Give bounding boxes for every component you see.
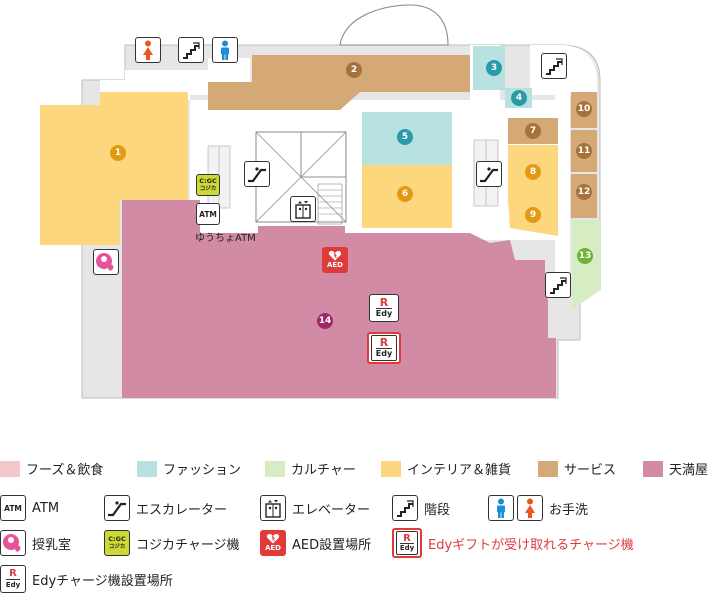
store-area-2[interactable]	[208, 55, 470, 110]
restroom-male-icon[interactable]	[212, 37, 238, 63]
aed-icon[interactable]: AED	[322, 247, 348, 273]
legend-item-stairs: 階段	[392, 495, 450, 521]
edy-gift-icon[interactable]: R Edy	[367, 332, 401, 364]
store-marker-7[interactable]: 7	[525, 123, 541, 139]
store-area-14[interactable]	[122, 200, 556, 398]
legend: フーズ＆飲食 ファッション カルチャー インテリア＆雑貨 サービス 天満屋 AT…	[0, 450, 709, 595]
service-swatch	[538, 460, 558, 477]
aed-icon: AED	[260, 530, 286, 556]
legend-label: AED設置場所	[292, 537, 372, 553]
cgc-charge-icon[interactable]: C:GC コジカ	[196, 174, 220, 196]
nursing-room-icon	[0, 530, 26, 556]
store-marker-10[interactable]: 10	[576, 101, 592, 117]
store-marker-2[interactable]: 2	[346, 62, 362, 78]
store-marker-12[interactable]: 12	[576, 184, 592, 200]
legend-item-edy-gift: R Edy Edyギフトが受け取れるチャージ機	[392, 528, 634, 558]
interior-swatch	[381, 460, 401, 477]
store-marker-5[interactable]: 5	[397, 129, 413, 145]
store-marker-14[interactable]: 14	[317, 313, 333, 329]
edy-charge-icon[interactable]: R Edy	[369, 294, 399, 322]
edy-charge-icon: R Edy	[0, 565, 26, 593]
culture-swatch	[265, 460, 285, 477]
tenmaya-swatch	[643, 460, 663, 477]
cgc-charge-icon: C:GC コジカ	[104, 530, 130, 556]
legend-label: エレベーター	[292, 502, 371, 518]
store-marker-1[interactable]: 1	[110, 145, 126, 161]
edy-gift-icon: R Edy	[392, 528, 422, 558]
legend-item-cgc-charge: C:GC コジカ コジカチャージ機	[104, 530, 240, 556]
legend-item-culture: カルチャー	[265, 459, 356, 478]
legend-label: サービス	[564, 463, 617, 478]
escalator-icon[interactable]	[244, 161, 270, 187]
restroom-female-icon[interactable]	[135, 37, 161, 63]
atm-icon[interactable]: ATM	[196, 203, 220, 225]
legend-label: ATM	[32, 500, 60, 516]
legend-label: Edyギフトが受け取れるチャージ機	[428, 537, 634, 553]
fashion-swatch	[137, 460, 157, 477]
food-swatch	[0, 460, 20, 477]
atm-label: ゆうちょATM	[195, 233, 256, 244]
stairs-icon[interactable]	[545, 272, 571, 298]
legend-item-service: サービス	[538, 459, 616, 478]
legend-label: コジカチャージ機	[136, 537, 240, 553]
stairs-icon[interactable]	[541, 53, 567, 79]
elevator-icon[interactable]	[290, 196, 316, 222]
store-marker-6[interactable]: 6	[397, 186, 413, 202]
legend-item-escalator: エスカレーター	[104, 495, 227, 521]
legend-item-fashion: ファッション	[137, 459, 241, 478]
legend-label: 授乳室	[32, 537, 72, 553]
escalator-icon	[104, 495, 130, 521]
legend-label: ファッション	[163, 463, 242, 478]
legend-label: エスカレーター	[136, 502, 228, 518]
legend-item-nursing-room: 授乳室	[0, 530, 71, 556]
legend-label: 階段	[424, 502, 451, 518]
legend-item-food: フーズ＆飲食	[0, 459, 103, 478]
escalator-icon[interactable]	[476, 161, 502, 187]
legend-item-aed: AED AED設置場所	[260, 530, 371, 556]
legend-item-restroom: お手洗	[488, 495, 588, 521]
store-area-1[interactable]	[40, 92, 188, 245]
restroom-female-icon	[517, 495, 543, 521]
legend-label: フーズ＆飲食	[26, 463, 104, 478]
legend-label: インテリア＆雑貨	[407, 463, 512, 478]
stair-steps	[317, 183, 343, 225]
legend-label: お手洗	[549, 502, 589, 518]
legend-label: 天満屋	[669, 463, 709, 478]
restroom-male-icon	[488, 495, 514, 521]
legend-item-interior: インテリア＆雑貨	[381, 459, 511, 478]
store-marker-9[interactable]: 9	[525, 207, 541, 223]
store-marker-13[interactable]: 13	[577, 248, 593, 264]
nursing-room-icon[interactable]	[93, 249, 119, 275]
legend-label: Edyチャージ機設置場所	[32, 573, 173, 589]
legend-item-edy-charge: R Edy Edyチャージ機設置場所	[0, 565, 173, 593]
legend-label: カルチャー	[291, 463, 356, 478]
legend-item-tenmaya: 天満屋	[643, 459, 708, 478]
atm-icon: ATM	[0, 495, 26, 521]
store-marker-11[interactable]: 11	[576, 143, 592, 159]
legend-item-atm: ATM ATM	[0, 495, 59, 521]
store-area-13[interactable]	[572, 220, 600, 310]
legend-item-elevator: エレベーター	[260, 495, 370, 521]
store-marker-3[interactable]: 3	[486, 60, 502, 76]
elevator-icon	[260, 495, 286, 521]
stairs-icon	[392, 495, 418, 521]
store-marker-4[interactable]: 4	[511, 90, 527, 106]
store-marker-8[interactable]: 8	[525, 164, 541, 180]
stairs-icon[interactable]	[178, 37, 204, 63]
